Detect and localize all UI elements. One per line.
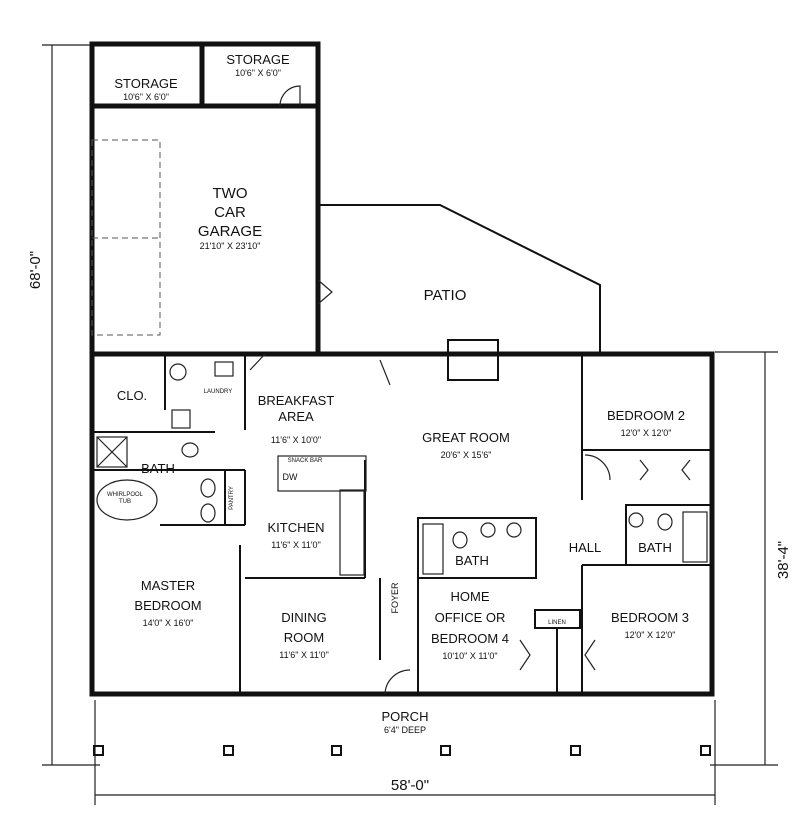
linen-label: LINEN [548, 620, 566, 626]
overall-width-dimension: 58'-0" [391, 777, 429, 794]
porch-label: PORCH [382, 709, 429, 724]
pantry-label: PANTRY [229, 486, 235, 510]
porch-size: 6'4" DEEP [384, 725, 426, 735]
great-room-size: 20'6" X 15'6" [441, 450, 492, 460]
garage-label-2: CAR [214, 204, 246, 221]
closet-label: CLO. [117, 388, 147, 403]
kitchen-label: KITCHEN [267, 520, 324, 535]
fixtures [96, 353, 708, 695]
dining-label-1: DINING [281, 610, 327, 625]
dishwasher-label: DW [283, 472, 298, 482]
bedroom-2-label: BEDROOM 2 [607, 408, 685, 423]
breakfast-label-1: BREAKFAST [258, 393, 335, 408]
house-depth-dimension: 38'-4" [775, 541, 792, 579]
porch-posts [93, 745, 711, 756]
whirlpool-label-1: WHIRLPOOL [107, 492, 144, 498]
office-label-1: HOME [451, 589, 490, 604]
overall-depth-dimension: 68'-0" [27, 251, 44, 289]
breakfast-size: 11'6" X 10'0" [271, 435, 321, 445]
hall-label: HALL [569, 540, 602, 555]
patio-label: PATIO [424, 287, 467, 304]
storage-2-label: STORAGE [226, 52, 290, 67]
bath-3-label: BATH [638, 540, 672, 555]
master-bedroom-size: 14'0" X 16'0" [143, 618, 194, 628]
snack-bar-label: SNACK BAR [288, 458, 323, 464]
bedroom-3-label: BEDROOM 3 [611, 610, 689, 625]
foyer-label: FOYER [390, 582, 400, 614]
office-size: 10'10" X 11'0" [442, 651, 497, 661]
bedroom-2-size: 12'0" X 12'0" [621, 428, 672, 438]
house-walls [89, 339, 715, 697]
office-label-3: BEDROOM 4 [431, 631, 509, 646]
dining-label-2: ROOM [284, 630, 324, 645]
master-bedroom-label-1: MASTER [141, 578, 195, 593]
great-room-label: GREAT ROOM [422, 430, 510, 445]
master-bath-label: BATH [141, 461, 175, 476]
whirlpool-label-2: TUB [119, 499, 131, 505]
storage-1-size: 10'6" X 6'0" [123, 92, 169, 102]
office-label-2: OFFICE OR [435, 610, 506, 625]
bedroom-3-size: 12'0" X 12'0" [625, 630, 676, 640]
master-bedroom-label-2: BEDROOM [134, 598, 201, 613]
storage-2-size: 10'6" X 6'0" [235, 68, 281, 78]
storage-1-label: STORAGE [114, 76, 178, 91]
garage-label-3: GARAGE [198, 223, 262, 240]
bath-2-label: BATH [455, 553, 489, 568]
dimension-lines [42, 44, 778, 805]
laundry-label: LAUNDRY [204, 389, 233, 395]
kitchen-size: 11'6" X 11'0" [271, 540, 321, 550]
garage-size: 21'10" X 23'10" [200, 241, 261, 251]
breakfast-label-2: AREA [278, 409, 314, 424]
garage-label-1: TWO [213, 185, 248, 202]
patio-outline [320, 204, 601, 352]
dining-size: 11'6" X 11'0" [279, 650, 329, 660]
